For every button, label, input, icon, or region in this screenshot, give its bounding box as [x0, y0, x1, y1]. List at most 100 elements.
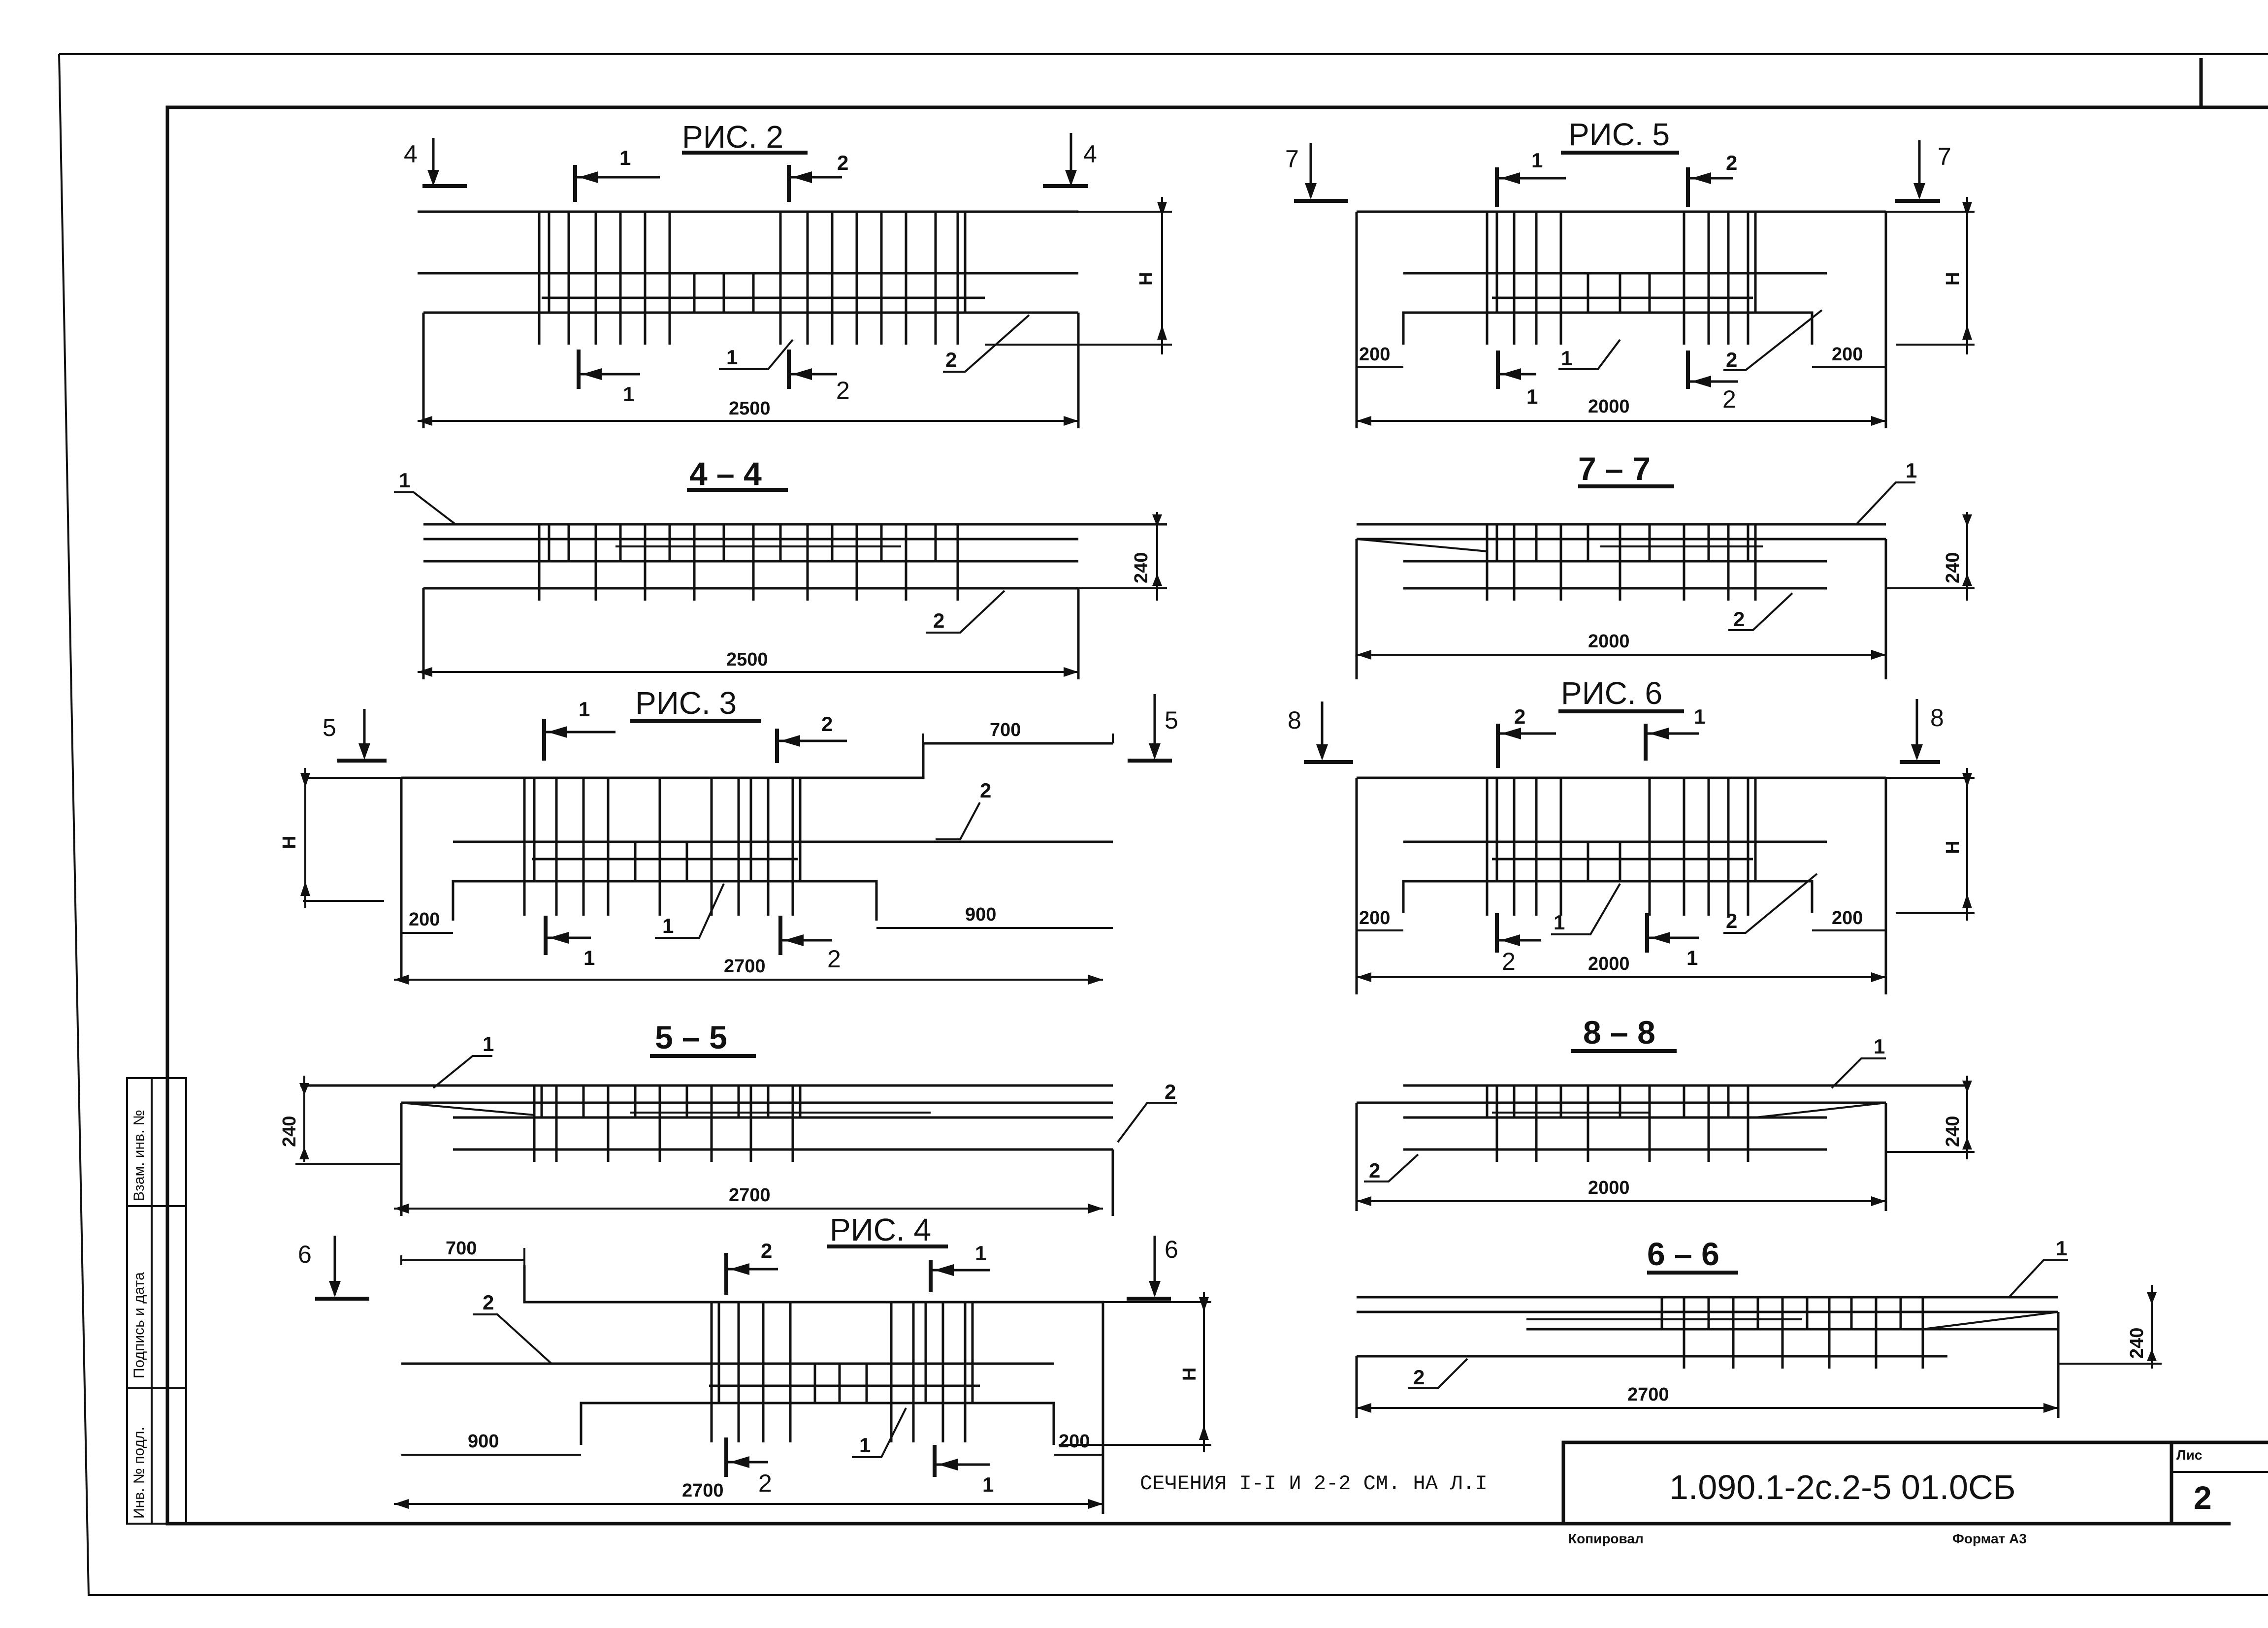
fig4-sec2-bot: 2	[758, 1469, 772, 1497]
fig6-left-offset: 200	[1359, 908, 1390, 928]
fig6-cut-right-label: 8	[1930, 704, 1944, 732]
sheet-number: 2	[2194, 1479, 2212, 1516]
fig5-pos2: 2	[1726, 348, 1737, 371]
fig4-sec1-bot: 1	[982, 1473, 994, 1496]
fig3-pos1: 1	[662, 914, 674, 937]
fig6-sec2-top: 2	[1514, 705, 1525, 728]
section-8-8: 8 – 8 1 2 240 2000	[1355, 1014, 1975, 1211]
fig5-sec1-bot: 1	[1526, 385, 1538, 408]
s88-height: 240	[1943, 1116, 1963, 1147]
fig4-right-offset: 200	[1059, 1431, 1090, 1452]
s55-total-length: 2700	[729, 1185, 771, 1206]
figure-6-title: РИС. 6	[1561, 675, 1662, 711]
fig4-cut-left-label: 6	[298, 1241, 312, 1268]
fig4-sec2-top: 2	[761, 1239, 772, 1262]
fig6-pos2: 2	[1726, 909, 1737, 932]
fig5-left-offset: 200	[1359, 344, 1390, 365]
fig6-cut-left-label: 8	[1288, 706, 1301, 734]
fig2-pos2: 2	[945, 348, 957, 371]
format-label: Формат А3	[1952, 1531, 2027, 1546]
fig4-height-label: Н	[1179, 1368, 1200, 1381]
section-7-7-title: 7 – 7	[1578, 450, 1651, 487]
sheet-label: Лис	[2176, 1447, 2202, 1463]
fig4-dim-900: 900	[468, 1431, 499, 1452]
section-4-4-title: 4 – 4	[689, 455, 762, 492]
s66-height: 240	[2127, 1328, 2147, 1359]
section-8-8-title: 8 – 8	[1583, 1014, 1655, 1051]
fig2-total-length: 2500	[729, 398, 771, 419]
fig3-left-offset: 200	[409, 909, 440, 930]
fig6-total-length: 2000	[1588, 954, 1630, 974]
section-6-6-title: 6 – 6	[1647, 1236, 1719, 1272]
section-5-5-title: 5 – 5	[655, 1019, 727, 1055]
fig3-dim-700: 700	[990, 720, 1021, 740]
fig3-dim-900: 900	[965, 904, 996, 925]
fig2-cut-right-label: 4	[1083, 140, 1097, 168]
fig2-sec2-bot: 2	[836, 377, 850, 404]
fig2-height-label: Н	[1136, 272, 1157, 286]
section-6-6: 6 – 6 1 2 240 2700	[1355, 1236, 2162, 1418]
fig4-pos1: 1	[859, 1434, 871, 1457]
fig5-sec2-top: 2	[1726, 151, 1737, 174]
figure-2-title: РИС. 2	[682, 119, 783, 155]
s88-pos2: 2	[1369, 1159, 1380, 1182]
s77-pos2: 2	[1733, 607, 1745, 631]
fig6-pos1: 1	[1554, 911, 1565, 934]
section-5-5: 5 – 5 1 2 240 2700	[279, 1019, 1177, 1216]
fig3-pos2: 2	[980, 779, 991, 802]
fig3-cut-left-label: 5	[323, 714, 336, 741]
figure-6: РИС. 6 8 8 2 1 Н	[1288, 675, 1975, 994]
stamp-signature-date: Подпись и дата	[131, 1272, 147, 1378]
fig5-sec1-top: 1	[1531, 149, 1543, 172]
s44-pos2: 2	[933, 609, 944, 632]
figure-5: РИС. 5 7 7 1 2 Н	[1285, 117, 1975, 428]
figure-5-title: РИС. 5	[1568, 117, 1670, 152]
fig3-height-label: Н	[279, 836, 300, 849]
sections-reference-note: СЕЧЕНИЯ I-I И 2-2 СМ. НА Л.I	[1140, 1472, 1488, 1496]
fig4-pos2: 2	[483, 1291, 494, 1314]
fig6-sec1-top: 1	[1694, 705, 1705, 728]
s55-pos2: 2	[1165, 1080, 1176, 1103]
figure-3: РИС. 3 5 5 1 2 700	[279, 685, 1178, 985]
s44-height: 240	[1131, 552, 1152, 583]
fig2-sec2-top: 2	[837, 151, 848, 174]
title-block: 1.090.1-2с.2-5 01.0СБ Лис 2 Копировал Фо…	[1561, 1440, 2268, 1546]
s88-total-length: 2000	[1588, 1178, 1630, 1198]
fig5-cut-right-label: 7	[1938, 143, 1951, 170]
fig4-total-length: 2700	[682, 1480, 724, 1501]
fig2-sec1-bot: 1	[623, 383, 634, 406]
stamp-inv-no: Инв. № подл.	[131, 1427, 147, 1519]
s66-total-length: 2700	[1627, 1384, 1669, 1405]
copied-by-label: Копировал	[1568, 1531, 1644, 1546]
fig2-sec1-top: 1	[619, 146, 631, 169]
fig5-height-label: Н	[1943, 272, 1963, 286]
fig2-pos1: 1	[726, 346, 738, 369]
figure-2: РИС. 2 4 4 1 2	[404, 119, 1172, 428]
s77-total-length: 2000	[1588, 631, 1630, 652]
fig6-sec2-bot: 2	[1502, 948, 1516, 975]
stamp-replace-inv: Взам. инв. №	[131, 1110, 147, 1201]
figure-4-title: РИС. 4	[830, 1212, 931, 1247]
fig3-sec1-bot: 1	[583, 946, 595, 969]
s77-pos1: 1	[1906, 459, 1917, 482]
fig2-cut-left-label: 4	[404, 140, 418, 168]
fig3-cut-right-label: 5	[1165, 706, 1178, 734]
s55-pos1: 1	[483, 1032, 494, 1055]
s66-pos2: 2	[1413, 1366, 1425, 1389]
fig4-dim-700: 700	[446, 1238, 477, 1259]
s44-pos1: 1	[399, 469, 410, 492]
s44-total-length: 2500	[726, 649, 768, 670]
fig3-sec1-top: 1	[579, 698, 590, 721]
figure-4: РИС. 4 6 6 2 1 700 Н	[298, 1212, 1211, 1514]
fig5-right-offset: 200	[1832, 344, 1863, 365]
fig5-cut-left-label: 7	[1285, 145, 1299, 173]
fig4-sec1-top: 1	[975, 1242, 986, 1265]
s66-pos1: 1	[2056, 1237, 2067, 1260]
margin-stamp: Взам. инв. № Подпись и дата Инв. № подл.	[126, 1077, 187, 1525]
section-7-7: 7 – 7 1 2 240 2000	[1355, 450, 1975, 679]
s77-height: 240	[1943, 552, 1963, 583]
fig5-total-length: 2000	[1588, 396, 1630, 417]
fig3-sec2-bot: 2	[827, 945, 841, 973]
s55-height: 240	[279, 1116, 300, 1147]
document-code: 1.090.1-2с.2-5 01.0СБ	[1669, 1468, 2016, 1506]
